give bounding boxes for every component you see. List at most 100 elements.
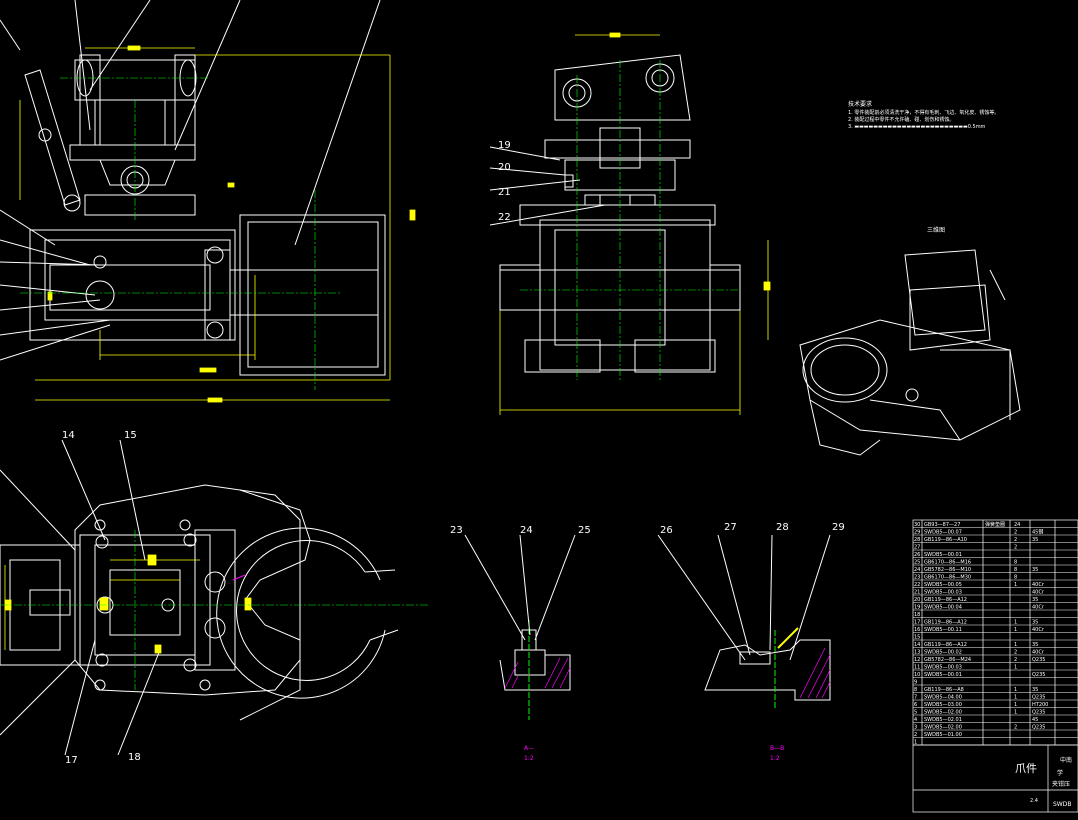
balloon-1: 1 <box>92 0 98 1</box>
bom-cell-no: 14 <box>914 642 920 648</box>
top-hole-3 <box>179 519 191 531</box>
leader-4 <box>294 0 381 246</box>
bom-cell-code: SWDB5—02.01 <box>924 717 962 723</box>
balloon-29: 29 <box>832 522 845 533</box>
bom-cell-code: SWDB5—00.11 <box>924 627 962 633</box>
bom-cell-no: 1 <box>914 740 917 746</box>
bom-cell-mat: 35 <box>1032 537 1038 543</box>
title-org: 中南 <box>1060 756 1072 764</box>
leader-15 <box>119 439 146 561</box>
top-bolt-1 <box>204 571 226 593</box>
bom-cell-no: 18 <box>914 612 920 618</box>
bom-cell-code: SWDB5—02.00 <box>924 710 962 716</box>
bom-cell-mat: 45钢 <box>1032 529 1043 536</box>
bom-cell-code: GB119—86—A8 <box>924 687 964 693</box>
bom-cell-code: SWDB5—00.01 <box>924 552 962 558</box>
leader-18 <box>117 649 161 756</box>
top-outline <box>74 484 301 696</box>
c-ring-tip-1 <box>364 569 396 573</box>
dim-mark-3 <box>47 291 53 301</box>
leader-14 <box>61 439 106 541</box>
bolt-head-3 <box>206 321 224 339</box>
top-bolt-5 <box>183 533 197 547</box>
bom-cell-qty: 2 <box>1014 537 1017 543</box>
jaw-pin <box>85 280 115 310</box>
bom-cell-qty: 8 <box>1014 567 1017 573</box>
top-dim-mark-2 <box>154 644 162 654</box>
bom-cell-mat: 35 <box>1032 642 1038 648</box>
balloon-18: 18 <box>128 752 141 763</box>
bom-cell-no: 6 <box>914 702 917 708</box>
bom-cell-code: SWDB5—00.02 <box>924 650 962 656</box>
bom-cell-mat: 40Cr <box>1032 582 1045 588</box>
sec-b-pin <box>739 651 771 665</box>
bom-cell-qty: 2 <box>1014 530 1017 536</box>
iso-base <box>799 319 1021 441</box>
bom-cell-no: 27 <box>914 545 920 551</box>
leader-11 <box>0 324 111 361</box>
dim-bottom-text <box>207 397 223 403</box>
bom-cell-no: 17 <box>914 620 920 626</box>
leader-24 <box>519 534 531 636</box>
bom-cell-code: GB5782—86—M24 <box>924 657 971 663</box>
top-bolt-4 <box>95 653 109 667</box>
bom-cell-code: GB5782—86—M10 <box>924 567 971 573</box>
leader-9 <box>0 299 101 311</box>
bom-cell-qty: 2 <box>1014 545 1017 551</box>
bom-cell-qty: 1 <box>1014 702 1017 708</box>
bom-cell-qty: 1 <box>1014 665 1017 671</box>
bom-cell-no: 15 <box>914 635 920 641</box>
bom-cell-code: SWDB5—00.04 <box>924 605 962 611</box>
side-left-jaw <box>499 264 541 311</box>
jaw-slot <box>49 264 211 311</box>
top-right-block <box>194 529 236 671</box>
dim-mark-1 <box>227 182 235 188</box>
mid-plate <box>84 194 196 216</box>
sec-a-body <box>499 654 571 691</box>
top-view <box>0 439 399 756</box>
section-a <box>464 534 576 720</box>
balloon-15: 15 <box>124 430 137 441</box>
title-project: 夹钳压 <box>1052 780 1070 788</box>
sec-a-hatch-3 <box>544 657 561 689</box>
side-body-inner <box>554 229 666 346</box>
sec-a-nut <box>514 649 546 676</box>
top-centerlines <box>0 530 430 690</box>
leader-22 <box>489 204 606 226</box>
bom-cell-code: GB6170—86—M30 <box>924 575 971 581</box>
section-a-label: A— <box>524 745 534 752</box>
sec-b-hatch-4 <box>821 681 831 699</box>
section-b <box>657 534 831 710</box>
bom-cell-qty: 1 <box>1014 582 1017 588</box>
balloon-21: 21 <box>498 187 511 198</box>
labels: 1 2 3 4 19 20 21 22 14 15 17 18 23 24 25… <box>62 0 1072 808</box>
bom-cell-code: SWDB5—00.03 <box>924 590 962 596</box>
bom-cell-no: 5 <box>914 710 917 716</box>
side-plate <box>544 139 691 159</box>
sec-b-pin-yellow <box>777 627 799 649</box>
leader-13 <box>0 659 76 736</box>
side-foot-left <box>524 339 601 373</box>
bom-cell-mat: HT200 <box>1032 702 1048 708</box>
clamp-frame-inner <box>247 221 379 368</box>
bom-cell-mat: Q235 <box>1032 695 1045 701</box>
sec-b-yellow <box>777 627 799 649</box>
section-a-scale: 1:2 <box>524 755 534 762</box>
side-body <box>539 219 711 371</box>
bom-cell-mat: 40Cr <box>1032 590 1045 596</box>
bom-cell-no: 22 <box>914 582 920 588</box>
title-code: SWDB <box>1053 801 1071 808</box>
tech-req-line-1: 1. 零件装配前必须清洗干净，不得有毛刺、飞边、氧化皮、锈蚀等。 <box>848 109 999 116</box>
top-hole-4 <box>199 679 211 691</box>
sec-b-hatch-2 <box>807 654 831 699</box>
balloon-27: 27 <box>724 522 737 533</box>
leader-8 <box>0 284 96 296</box>
front-view <box>0 0 386 376</box>
balloon-25: 25 <box>578 525 591 536</box>
leader-2 <box>89 0 151 91</box>
leader-16 <box>0 469 76 551</box>
c-ring-inner <box>236 539 371 681</box>
sec-b-hatch <box>799 647 831 699</box>
bom-cell-no: 3 <box>914 725 917 731</box>
